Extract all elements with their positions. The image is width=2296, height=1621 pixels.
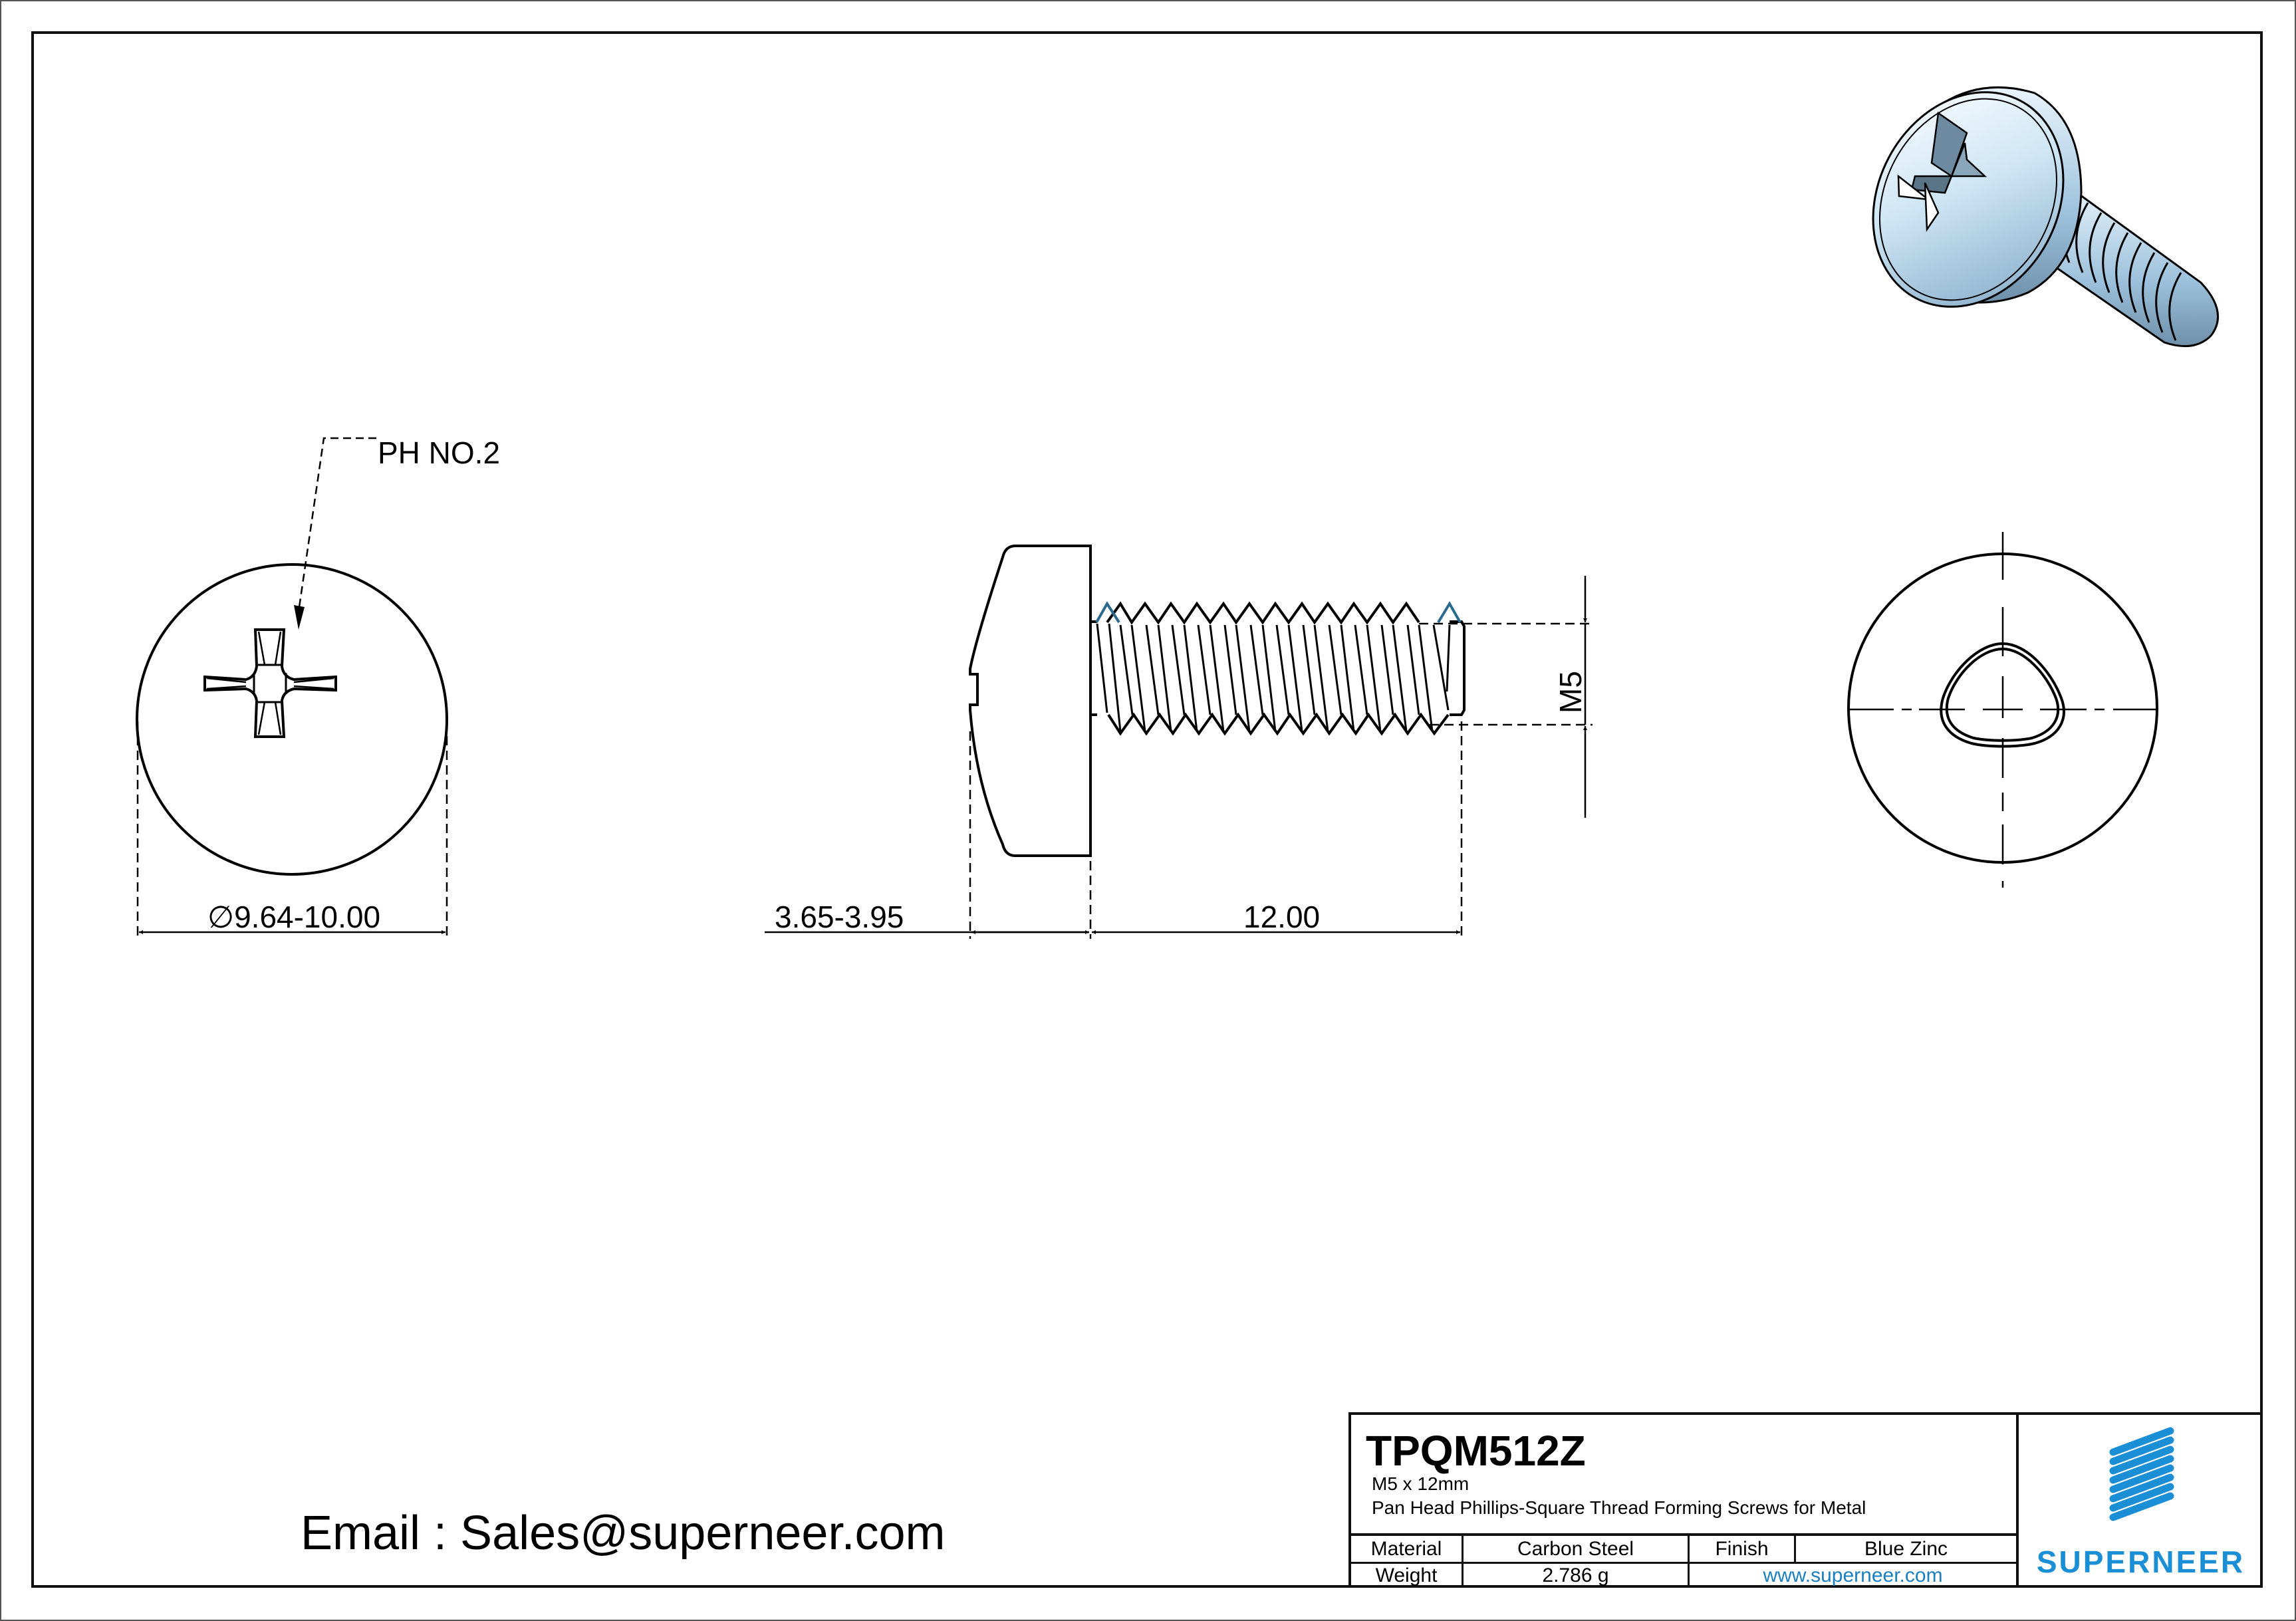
brand-name: SUPERNEER — [2036, 1545, 2245, 1579]
head-diameter-dimension: ∅9.64-10.00 — [207, 902, 380, 932]
superneer-logo-icon — [2109, 1427, 2174, 1521]
weight-value: 2.786 g — [1462, 1564, 1688, 1588]
weight-label: Weight — [1375, 1564, 1438, 1586]
spec-row-material: Material Carbon Steel Finish Blue Zinc — [1351, 1536, 2016, 1564]
thread-size-dimension: M5 — [1553, 671, 1588, 713]
contact-email[interactable]: Email : Sales@superneer.com — [301, 1507, 946, 1560]
end-view — [1847, 532, 2158, 888]
finish-label: Finish — [1688, 1536, 1794, 1562]
iso-view-render — [1872, 86, 2220, 348]
brand-logo-area: SUPERNEER — [2019, 1415, 2263, 1588]
part-size: M5 x 12mm — [1372, 1473, 1469, 1494]
length-dimension: 12.00 — [1243, 900, 1321, 934]
part-description: Pan Head Phillips-Square Thread Forming … — [1372, 1497, 1866, 1518]
head-height-dimension: 3.65-3.95 — [775, 900, 904, 934]
title-block: TPQM512Z M5 x 12mm Pan Head Phillips-Squ… — [1348, 1412, 2263, 1588]
diameter-value: 9.64-10.00 — [234, 900, 381, 934]
sheet-inner-border — [31, 31, 2263, 1588]
website-link[interactable]: www.superneer.com — [1688, 1564, 2016, 1588]
diameter-symbol-icon: ∅ — [207, 900, 235, 934]
material-value: Carbon Steel — [1462, 1536, 1688, 1562]
phillips-size-callout: PH NO.2 — [378, 436, 501, 470]
title-block-info: TPQM512Z M5 x 12mm Pan Head Phillips-Squ… — [1351, 1415, 2019, 1588]
finish-value: Blue Zinc — [1794, 1536, 2016, 1562]
spec-table: Material Carbon Steel Finish Blue Zinc W… — [1351, 1533, 2016, 1588]
part-number: TPQM512Z — [1366, 1427, 1586, 1475]
top-view — [136, 437, 448, 939]
spec-row-weight: Weight 2.786 g www.superneer.com — [1351, 1564, 2016, 1588]
material-label: Material — [1370, 1537, 1442, 1560]
side-view — [765, 545, 1593, 939]
